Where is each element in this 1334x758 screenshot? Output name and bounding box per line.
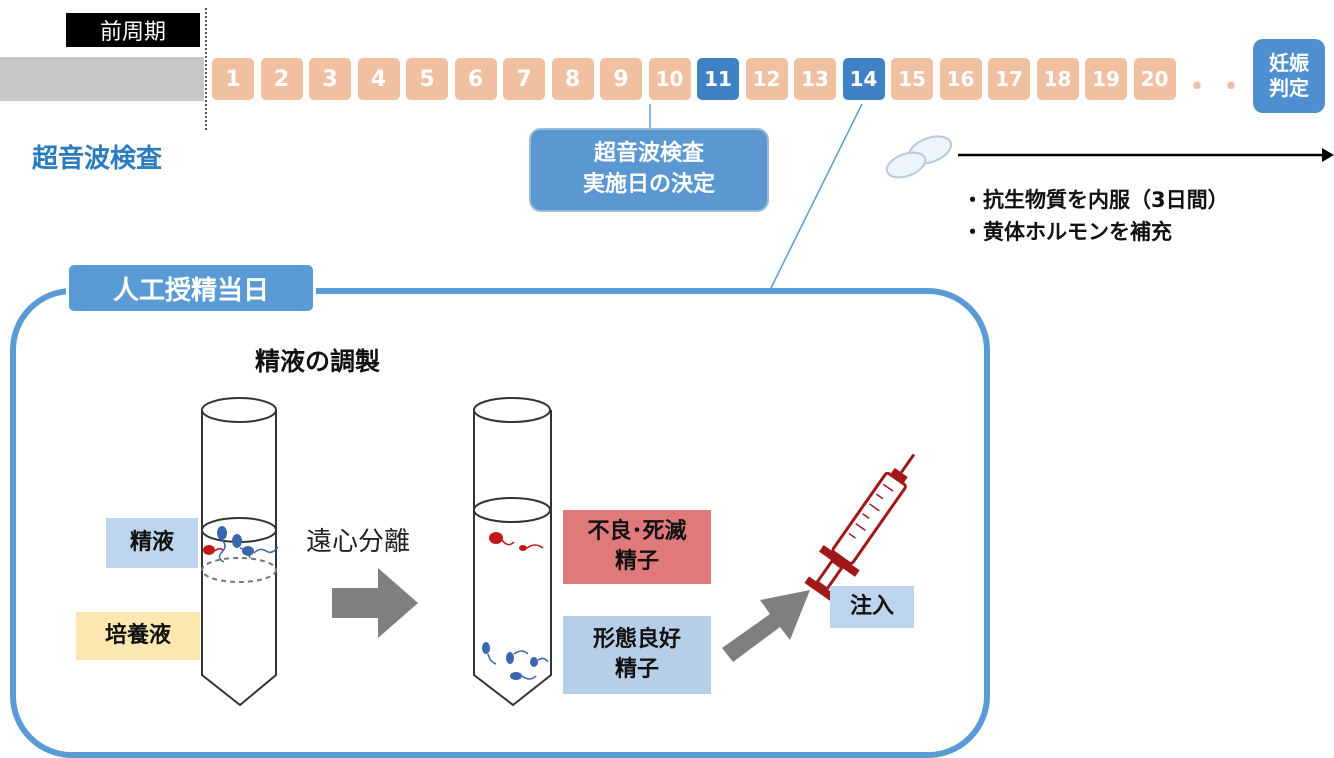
day-box-1: 1 [212, 58, 254, 100]
pregnancy-test-box: 妊娠 判定 [1253, 39, 1325, 113]
medication-item-antibiotic: ・抗生物質を内服（3日間） [962, 188, 1229, 212]
culture-medium-tag: 培養液 [76, 612, 200, 660]
semen-tag: 精液 [106, 518, 198, 568]
arrow-right-icon [1322, 148, 1334, 162]
day-box-12: 12 [745, 58, 788, 100]
pregnancy-test-line1: 妊娠 [1269, 51, 1309, 75]
day-box-7: 7 [503, 58, 545, 100]
bad-sperm-tag: 不良･死滅 精子 [563, 510, 711, 584]
day-box-4: 4 [357, 58, 400, 100]
centrifuge-label: 遠心分離 [306, 527, 411, 557]
day-box-16: 16 [939, 58, 982, 100]
day-box-20: 20 [1133, 58, 1176, 100]
day-box-8: 8 [551, 58, 594, 100]
day-box-2: 2 [260, 58, 303, 100]
day-box-5: 5 [406, 58, 448, 100]
pill-icon [885, 135, 953, 179]
ultrasound-left-label: 超音波検査 [32, 144, 163, 174]
sperm-icon [203, 526, 279, 563]
day-box-15: 15 [891, 58, 933, 100]
medication-item-progesterone: ・黄体ホルモンを補充 [962, 219, 1172, 244]
cycle-divider [205, 8, 207, 130]
day-box-14: 14 [842, 58, 885, 100]
test-tube-icon [201, 397, 277, 707]
centrifuge-arrow [332, 568, 418, 638]
prev-cycle-bar [0, 57, 204, 101]
ai-day-callout-line [769, 103, 863, 291]
day-box-3: 3 [309, 58, 351, 100]
bad-sperm-line1: 不良･死滅 [587, 519, 687, 545]
day-box-9: 9 [600, 58, 642, 100]
semen-prep-title: 精液の調製 [255, 347, 381, 376]
good-sperm-line2: 精子 [614, 657, 659, 682]
inject-arrow [722, 590, 810, 662]
ai-day-label: 人工授精当日 [66, 262, 316, 314]
day-box-10: 10 [648, 58, 691, 100]
prev-cycle-label: 前周期 [66, 13, 200, 47]
syringe-icon [804, 453, 916, 602]
day-box-13: 13 [794, 58, 836, 100]
good-sperm-line1: 形態良好 [592, 627, 681, 653]
good-sperm-tag: 形態良好 精子 [563, 616, 711, 694]
day-box-6: 6 [454, 58, 497, 100]
diagram-graphics [201, 103, 1334, 707]
day-box-18: 18 [1036, 58, 1079, 100]
medication-list: ・抗生物質を内服（3日間） ・黄体ホルモンを補充 [962, 185, 1229, 248]
day-box-17: 17 [988, 58, 1030, 100]
day-box-19: 19 [1085, 58, 1127, 100]
ultrasound-box-line2: 実施日の決定 [582, 172, 715, 197]
sperm-icon [482, 532, 549, 680]
ultrasound-box-line1: 超音波検査 [593, 141, 704, 167]
ultrasound-date-box: 超音波検査 実施日の決定 [529, 128, 769, 212]
bad-sperm-line2: 精子 [614, 549, 659, 574]
pregnancy-test-line2: 判定 [1269, 76, 1309, 100]
test-tube-icon [473, 397, 552, 707]
inject-tag: 注入 [830, 586, 914, 628]
day-box-11: 11 [697, 58, 739, 100]
